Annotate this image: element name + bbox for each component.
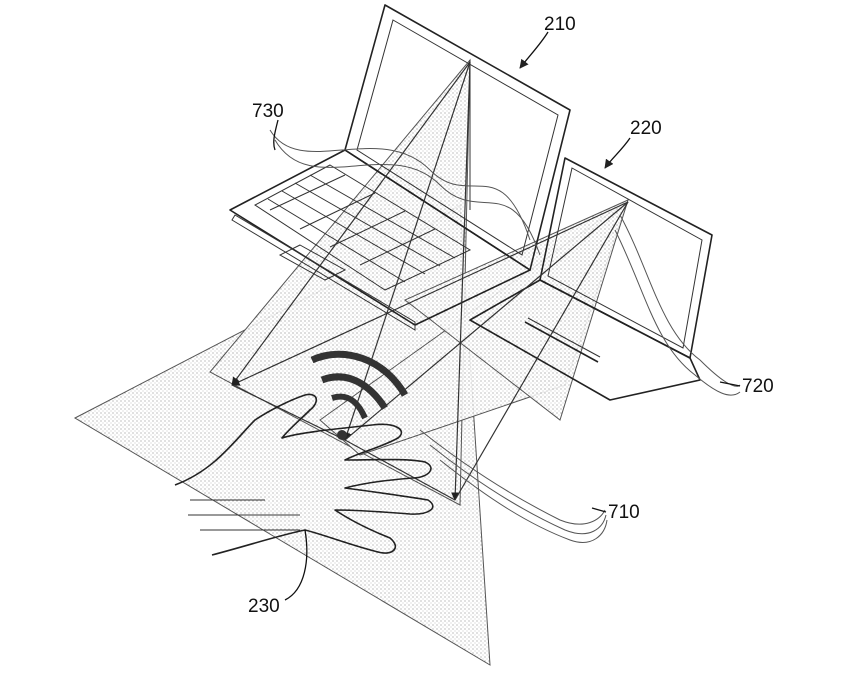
hand bbox=[174, 393, 434, 556]
arrow-icon bbox=[604, 137, 631, 169]
touchpad bbox=[278, 244, 347, 281]
stylus bbox=[524, 317, 601, 363]
label-210: 210 bbox=[544, 14, 576, 35]
label-230: 230 bbox=[248, 596, 280, 617]
arrow-icon bbox=[519, 31, 549, 69]
signal-rays bbox=[231, 61, 629, 501]
label-720: 720 bbox=[742, 376, 774, 397]
label-730: 730 bbox=[252, 101, 284, 122]
wireless-signal-icon bbox=[310, 350, 409, 440]
reference-labels: 210 220 730 720 710 230 bbox=[248, 14, 774, 617]
signal-waves bbox=[269, 129, 741, 543]
laptop-device bbox=[229, 4, 571, 331]
label-220: 220 bbox=[630, 118, 662, 139]
keyboard bbox=[254, 164, 472, 291]
label-710: 710 bbox=[608, 502, 640, 523]
